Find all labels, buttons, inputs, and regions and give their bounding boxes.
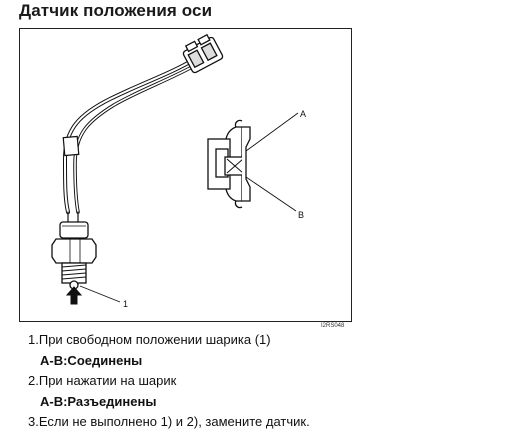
step-result: A-B:Соединены <box>40 352 143 368</box>
label-a: A <box>300 109 306 119</box>
part1-leader <box>79 285 121 303</box>
sensor-connector <box>182 33 224 74</box>
sensor-illustration: A B 1 <box>51 33 306 309</box>
step-3: 3. Если не выполнено 1) и 2), замените д… <box>28 412 310 433</box>
step-number: 2. <box>28 373 39 388</box>
sensor-body <box>51 221 97 290</box>
step-text: При свободном положении шарика (1) <box>38 332 271 347</box>
step-1: 1. При свободном положении шарика (1) <box>28 330 310 351</box>
step-2: 2. При нажатии на шарик <box>28 371 310 392</box>
leader-a <box>245 112 299 152</box>
step-number: 3. <box>28 414 39 429</box>
figure-code: I2RS048 <box>321 323 345 329</box>
leader-b <box>245 176 297 212</box>
page-title: Датчик положения оси <box>19 1 213 20</box>
sensor-diagram: A B 1 <box>19 28 352 322</box>
step-text: При нажатии на шарик <box>38 373 177 388</box>
connector-end-view <box>207 119 251 209</box>
label-b: B <box>298 210 304 220</box>
steps-list: 1. При свободном положении шарика (1) A-… <box>28 330 310 433</box>
step-text: Если не выполнено 1) и 2), замените датч… <box>38 414 310 429</box>
sensor-cable <box>62 57 197 225</box>
step-number: 1. <box>28 332 39 347</box>
label-part-1: 1 <box>123 299 128 309</box>
push-arrow <box>65 286 83 305</box>
step-result: A-B:Разъединены <box>40 393 157 409</box>
